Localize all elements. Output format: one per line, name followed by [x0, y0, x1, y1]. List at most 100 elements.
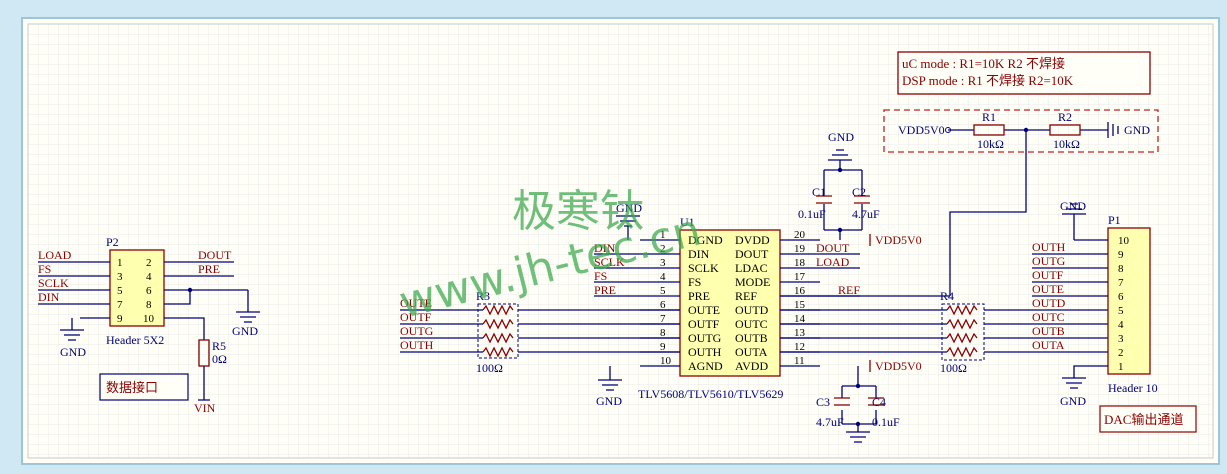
p2-pin: 8 [146, 299, 152, 311]
p1-model: Header 10 [1108, 381, 1158, 395]
u1-pin-name: SCLK [688, 261, 719, 275]
c2-designator: C2 [852, 185, 866, 199]
u1-pin-name: OUTG [688, 331, 722, 345]
r1-designator: R1 [982, 110, 996, 124]
p1-net-outh: OUTH [1032, 240, 1066, 254]
r3-value: 100Ω [476, 361, 503, 375]
p2-net-sclk: SCLK [38, 276, 69, 290]
u1-pin-name: PRE [688, 289, 710, 303]
gnd-label-caps: GND [828, 130, 854, 144]
u1-pin-name: OUTH [688, 345, 722, 359]
u1-pin-number: 2 [660, 243, 666, 255]
u1-pin-number: 20 [794, 229, 806, 241]
c1-value: 0.1uF [798, 207, 826, 221]
p1-net-oute: OUTE [1032, 282, 1064, 296]
u1-pin-name: OUTB [735, 331, 768, 345]
p1-net-outa: OUTA [1032, 338, 1065, 352]
c3-value: 4.7uF [816, 415, 844, 429]
dac-note: DAC输出通道 [1104, 412, 1183, 427]
u1-pin-number: 4 [660, 271, 666, 283]
u1-net-label: LOAD [816, 255, 850, 269]
p2-designator: P2 [106, 235, 119, 249]
p2-net-pre: PRE [198, 262, 220, 276]
gnd-label-p2: GND [60, 345, 86, 359]
resistor-network-r3: R3 100Ω [476, 289, 519, 375]
p1-pin-number: 9 [1118, 249, 1124, 261]
u1-pin-number: 18 [794, 257, 806, 269]
u1-pin-number: 8 [660, 327, 666, 339]
u1-pin-number: 10 [660, 355, 672, 367]
u1-pin-number: 15 [794, 299, 806, 311]
u1-pin-number: 3 [660, 257, 666, 269]
u1-pin-name: DGND [688, 233, 723, 247]
r2-value: 10kΩ [1053, 137, 1080, 151]
u1-pin-name: AGND [688, 359, 723, 373]
interface-note: 数据接口 [106, 380, 158, 395]
u1-pin-name: LDAC [735, 261, 768, 275]
u1-pin-number: 14 [794, 313, 806, 325]
c3-designator: C3 [816, 395, 830, 409]
u1-net-label: PRE [594, 283, 616, 297]
u1-pin-number: 12 [794, 341, 805, 353]
u1-pin-name: OUTC [735, 317, 768, 331]
c1-designator: C1 [812, 185, 826, 199]
p1-net-outc: OUTC [1032, 310, 1065, 324]
watermark-logo: 极寒钛 [512, 186, 644, 237]
p2-pin: 7 [117, 299, 123, 311]
mode-note-line2: DSP mode : R1 不焊接 R2=10K [902, 73, 1074, 88]
gnd-label-p2b: GND [232, 324, 258, 338]
resistor-network-r4: R4 100Ω [940, 289, 985, 375]
u1-pin-number: 11 [794, 355, 805, 367]
p2-pin: 10 [143, 313, 155, 325]
u1-pin-number: 19 [794, 243, 806, 255]
p1-pin-number: 3 [1118, 333, 1124, 345]
gnd-label-p1b: GND [1060, 394, 1086, 408]
p2-net-din: DIN [38, 290, 60, 304]
divider-gnd: GND [1124, 123, 1150, 137]
p2-model: Header 5X2 [106, 333, 164, 347]
divider-supply: VDD5V0 [898, 123, 945, 137]
p2-pin: 2 [146, 257, 152, 269]
u1-pin-name: DVDD [735, 233, 770, 247]
r3-net-outg: OUTG [400, 324, 434, 338]
u1-pin-name: OUTA [735, 345, 768, 359]
p2-pin: 9 [117, 313, 123, 325]
u1-net-label: DIN [594, 241, 616, 255]
u1-pin-name: OUTD [735, 303, 769, 317]
u1-pin-name: OUTE [688, 303, 720, 317]
r3-net-outh: OUTH [400, 338, 434, 352]
u1-pin-number: 9 [660, 341, 666, 353]
u1-net-label: DOUT [816, 241, 850, 255]
r3-net-outf: OUTF [400, 310, 432, 324]
p1-net-outb: OUTB [1032, 324, 1065, 338]
p2-pin: 5 [117, 285, 123, 297]
p1-net-outf: OUTF [1032, 268, 1064, 282]
r5-net-vin: VIN [194, 401, 216, 415]
u1-pin-name: DIN [688, 247, 710, 261]
u1-pin-name: FS [688, 275, 701, 289]
dac-u1: U1 TLV5608/TLV5610/TLV5629 [638, 215, 783, 401]
p1-pin-number: 1 [1118, 361, 1124, 373]
u1-pin-name: OUTF [688, 317, 720, 331]
c2-value: 4.7uF [852, 207, 880, 221]
p2-net-fs: FS [38, 262, 51, 276]
gnd-label-p1: GND [1060, 199, 1086, 213]
p2-net-load: LOAD [38, 248, 72, 262]
header-p1: P1 Header 10 [1107, 213, 1158, 395]
u1-designator: U1 [680, 215, 695, 229]
r5-value: 0Ω [212, 352, 227, 366]
p1-net-outg: OUTG [1032, 254, 1066, 268]
p1-pin-number: 5 [1118, 305, 1124, 317]
p2-pin: 1 [117, 257, 123, 269]
r3-net-oute: OUTE [400, 296, 432, 310]
r4-designator: R4 [940, 289, 954, 303]
u1-net-label: REF [838, 283, 860, 297]
u1-net-label: FS [594, 269, 607, 283]
p1-pin-number: 7 [1118, 277, 1124, 289]
header-p2: P2 1 3 5 7 9 2 4 6 8 10 Header 5X2 [106, 235, 165, 347]
vdd-top: VDD5V0 [875, 233, 922, 247]
p2-pin: 3 [117, 271, 123, 283]
